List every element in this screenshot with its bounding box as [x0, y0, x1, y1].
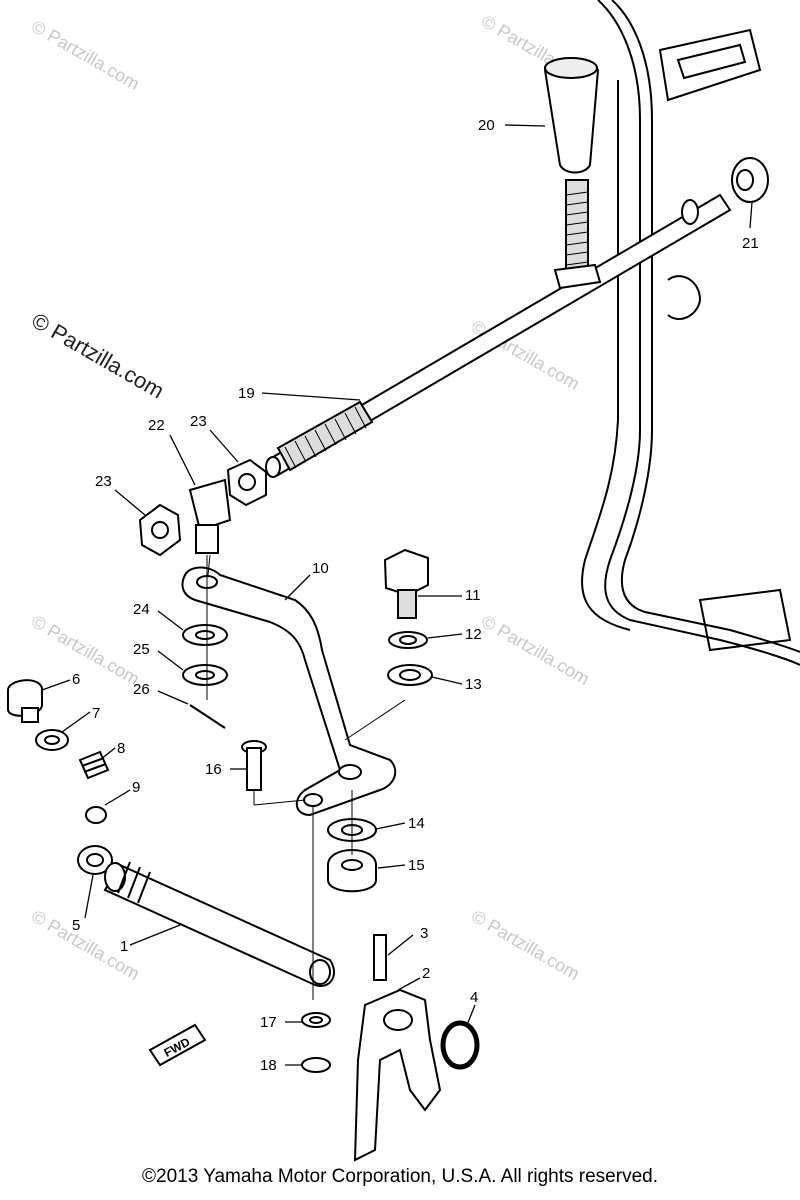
callout-5: 5: [72, 917, 80, 934]
callout-12: 12: [465, 626, 482, 643]
callout-20: 20: [478, 117, 495, 134]
callout-21: 21: [742, 235, 759, 252]
callout-2: 2: [422, 965, 430, 982]
shift-knob: [543, 57, 602, 290]
frame: [581, 0, 800, 666]
grommet: [731, 157, 769, 203]
bolt-and-washers: [383, 548, 433, 686]
callout-16: 16: [205, 761, 222, 778]
callout-18: 18: [260, 1057, 277, 1074]
callout-14: 14: [408, 815, 425, 832]
shift-fork: [301, 934, 480, 1162]
callout-4: 4: [470, 989, 478, 1006]
callout-26: 26: [133, 681, 150, 698]
callout-13: 13: [465, 676, 482, 693]
callout-11: 11: [465, 587, 481, 604]
watermark: © Partzilla.com: [28, 16, 143, 94]
shift-shaft: [103, 861, 335, 987]
detent-parts: [7, 679, 113, 875]
leader-lines: [41, 124, 753, 1066]
callout-17: 17: [260, 1014, 277, 1031]
callout-23b: 23: [190, 413, 207, 430]
callout-1: 1: [120, 938, 128, 955]
shift-rod: [265, 193, 732, 478]
watermark-main: © Partzilla.com: [28, 308, 169, 404]
callout-25: 25: [133, 641, 150, 658]
fwd-marker: FWD: [148, 1023, 207, 1067]
callout-23a: 23: [95, 473, 112, 490]
rod-end-parts: [138, 458, 267, 557]
watermark: © Partzilla.com: [478, 611, 593, 689]
callout-7: 7: [92, 705, 100, 722]
callout-9: 9: [132, 779, 140, 796]
copyright-notice: ©2013 Yamaha Motor Corporation, U.S.A. A…: [142, 1166, 658, 1187]
alignment-lines: [206, 554, 406, 1000]
callout-19: 19: [238, 385, 255, 402]
callout-6: 6: [72, 671, 80, 688]
washer-collar: [327, 818, 377, 893]
callout-3: 3: [420, 925, 428, 942]
washers-left: [182, 624, 228, 729]
callout-22: 22: [148, 417, 165, 434]
watermark: © Partzilla.com: [28, 611, 143, 689]
callouts: 1 2 3 4 5 6 7 8 9 10 11 12 13 14 15 16 1…: [72, 117, 759, 1074]
watermarks: © Partzilla.com © Partzilla.com © Partzi…: [28, 11, 593, 984]
callout-24: 24: [133, 601, 150, 618]
callout-15: 15: [408, 857, 425, 874]
callout-10: 10: [312, 560, 329, 577]
pin: [241, 740, 267, 791]
watermark: © Partzilla.com: [468, 906, 583, 984]
callout-8: 8: [117, 740, 125, 757]
